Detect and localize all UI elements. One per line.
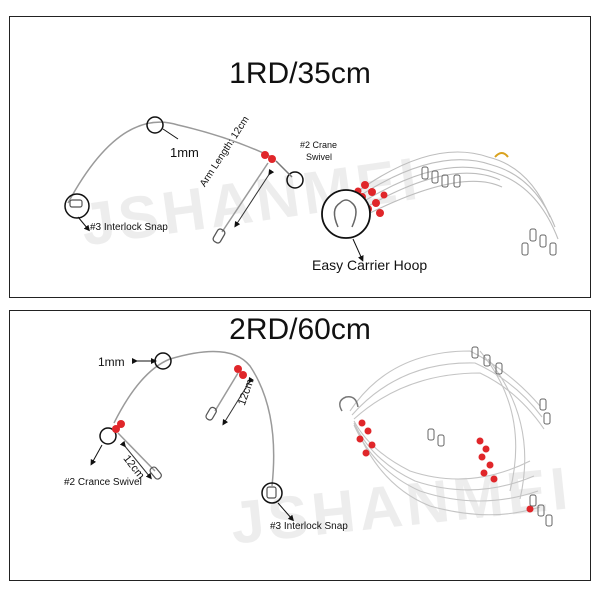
hoop-label: Easy Carrier Hoop [312,257,428,273]
wire-thickness-label: 1mm [98,355,125,369]
swivel-label-line2: Swivel [306,152,333,162]
panel-title-2rd: 2RD/60cm [229,313,371,346]
snap-label: #3 Interlock Snap [90,222,168,233]
swivel-label-line1: #2 Crane [300,140,338,150]
panel-2rd: JSHANMEI 2RD/60cm [9,310,591,581]
swivel-label: #2 Crance Swivel [64,477,142,488]
panel-1rd: JSHANMEI 1RD/35cm [9,16,591,298]
snap-label: #3 Interlock Snap [270,521,348,532]
panel-title-1rd: 1RD/35cm [229,57,371,90]
rig-1rd-illustration [64,116,559,262]
swivel-label: #2 Crane Swivel [300,139,337,163]
wire-thickness-label: 1mm [170,145,199,160]
rig-2rd-illustration [90,346,553,527]
